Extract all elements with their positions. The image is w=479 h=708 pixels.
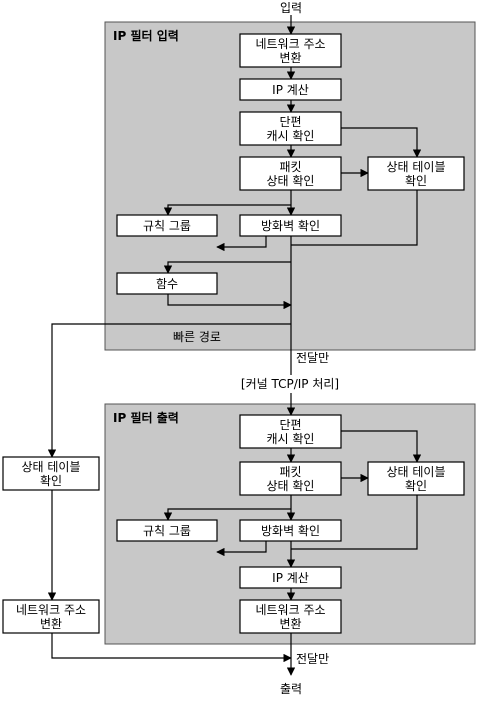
output-nat-line2: 변환 (279, 617, 301, 631)
input-nat-line2: 변환 (279, 51, 301, 65)
line-out-state-to-main (291, 495, 418, 550)
output-firewall-box: 방화벽 확인 (239, 519, 342, 542)
input-firewall-label: 방화벽 확인 (261, 219, 320, 233)
output-state-table-box: 상태 테이블 확인 (367, 461, 465, 496)
input-nat-box: 네트워크 주소 변환 (239, 33, 342, 68)
input-fragment-cache-box: 단편 캐시 확인 (239, 111, 342, 146)
line-state-to-main (291, 190, 418, 246)
output-label: 출력 (280, 682, 302, 696)
output-ip-accounting-label: IP 계산 (272, 571, 309, 585)
pass-only-label-1: 전달만 (296, 351, 329, 365)
input-label: 입력 (280, 1, 302, 15)
arrow-out-frag-to-state (341, 430, 422, 463)
input-rule-group-label: 규칙 그룹 (143, 219, 191, 233)
input-ip-accounting-label: IP 계산 (272, 83, 309, 97)
arrow-to-rule-group (163, 204, 291, 216)
input-ip-accounting-box: IP 계산 (239, 78, 342, 101)
input-state-table-box: 상태 테이블 확인 (367, 156, 465, 191)
output-state-line1: 상태 테이블 (386, 465, 445, 479)
output-panel-title: IP 필터 출력 (113, 410, 179, 425)
arrow-fast-path (47, 323, 291, 458)
input-nat-line1: 네트워크 주소 (255, 37, 325, 51)
arrow-frag-to-state (341, 127, 422, 158)
fast-path-label: 빠른 경로 (173, 330, 221, 344)
input-frag-line2: 캐시 확인 (267, 129, 315, 143)
output-fragment-cache-box: 단편 캐시 확인 (239, 414, 342, 449)
arrow-function-return (167, 294, 292, 310)
input-rule-group-box: 규칙 그룹 (116, 214, 218, 237)
output-state-line2: 확인 (405, 479, 427, 493)
input-panel-title: IP 필터 입력 (113, 28, 179, 43)
side-nat-box: 네트워크 주소 변환 (2, 599, 100, 634)
output-nat-box: 네트워크 주소 변환 (239, 599, 342, 634)
output-frag-line2: 캐시 확인 (267, 432, 315, 446)
side-nat-line2: 변환 (40, 617, 62, 631)
pass-only-label-2: 전달만 (296, 652, 329, 666)
output-rule-group-label: 규칙 그룹 (143, 524, 191, 538)
input-state-line1: 상태 테이블 (386, 160, 445, 174)
side-state-line1: 상태 테이블 (21, 460, 80, 474)
arrow-side-nat-to-output (51, 633, 292, 663)
output-packet-line1: 패킷 (279, 465, 301, 479)
output-nat-line1: 네트워크 주소 (255, 603, 325, 617)
input-function-box: 함수 (116, 272, 218, 295)
input-frag-line1: 단편 (279, 115, 301, 129)
input-packet-line1: 패킷 (279, 160, 301, 174)
arrow-out-firewall-to-rule-group (216, 541, 267, 557)
output-packet-line2: 상태 확인 (267, 479, 315, 493)
side-nat-line1: 네트워크 주소 (16, 603, 86, 617)
arrow-out-to-rule-group (163, 508, 291, 521)
kernel-label: [커널 TCP/IP 처리] (241, 377, 339, 391)
output-rule-group-box: 규칙 그룹 (116, 519, 218, 542)
output-packet-check-box: 패킷 상태 확인 (239, 461, 342, 496)
output-firewall-label: 방화벽 확인 (261, 524, 320, 538)
input-packet-line2: 상태 확인 (267, 174, 315, 188)
input-packet-check-box: 패킷 상태 확인 (239, 156, 342, 191)
side-state-line2: 확인 (40, 474, 62, 488)
input-state-line2: 확인 (405, 174, 427, 188)
input-firewall-box: 방화벽 확인 (239, 214, 342, 237)
output-frag-line1: 단편 (279, 418, 301, 432)
arrow-to-function (163, 261, 291, 274)
side-state-table-box: 상태 테이블 확인 (2, 456, 100, 491)
input-function-label: 함수 (156, 277, 178, 291)
arrow-firewall-to-rule-group (216, 236, 267, 252)
output-ip-accounting-box: IP 계산 (239, 566, 342, 589)
